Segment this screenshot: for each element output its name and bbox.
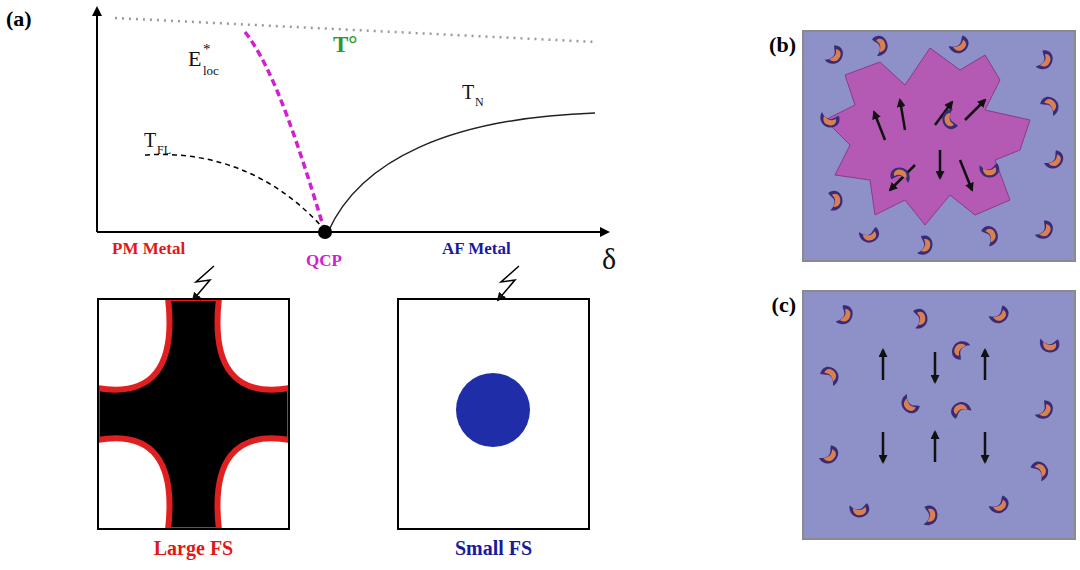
large-fermi-surface xyxy=(97,298,290,530)
symbol-label: T xyxy=(462,82,474,102)
spin-droplet xyxy=(988,493,1012,518)
eloc-curve xyxy=(245,32,325,232)
spin-droplet xyxy=(848,499,871,520)
small-fermi-surface xyxy=(456,373,530,447)
box-caption: Small FS xyxy=(455,538,532,558)
spin-droplet xyxy=(920,504,939,526)
spin-droplet xyxy=(820,112,839,128)
spin-droplet xyxy=(1039,335,1061,354)
zigzag-arrow xyxy=(193,266,214,300)
phase-label: PM Metal xyxy=(112,240,185,257)
spin-droplet xyxy=(948,398,973,422)
fermi-surface-box: Large FS xyxy=(97,298,290,530)
spin-droplet xyxy=(948,33,972,58)
axes xyxy=(97,8,608,232)
point-label: QCP xyxy=(306,252,342,269)
spin-droplet xyxy=(868,33,891,57)
spin-droplet xyxy=(1034,398,1055,421)
panel-letter: (c) xyxy=(772,294,796,316)
spin-droplet xyxy=(978,159,1001,180)
spin-droplet xyxy=(939,108,962,132)
spin-droplet xyxy=(824,188,845,211)
subscript-label: loc xyxy=(203,64,219,77)
panel-c-art xyxy=(802,290,1076,540)
qcp-dot xyxy=(318,225,332,239)
spin-droplet xyxy=(818,443,841,467)
phase-label: AF Metal xyxy=(442,240,511,257)
spin-droplet xyxy=(978,223,1002,248)
spin-droplet xyxy=(950,338,971,361)
spin-droplet xyxy=(1034,218,1055,241)
spin-droplet xyxy=(1028,458,1053,482)
panel-b-art xyxy=(802,30,1076,262)
spin-droplet xyxy=(858,223,882,246)
tn-curve xyxy=(328,113,595,232)
spin-droplet xyxy=(835,304,854,326)
panel-letter: (b) xyxy=(769,34,796,56)
spin-droplet xyxy=(988,303,1012,328)
panel-box: (b) xyxy=(802,30,1076,262)
symbol-label: T xyxy=(144,130,156,150)
spin-droplet xyxy=(818,364,842,387)
temperature-label: T° xyxy=(333,33,358,56)
spin-droplet xyxy=(1043,148,1066,172)
spin-droplet xyxy=(890,167,909,183)
spin-droplet xyxy=(1035,49,1054,71)
spin-droplet xyxy=(1038,94,1062,117)
panel-letter: (a) xyxy=(6,8,32,30)
subscript-label: FL xyxy=(157,144,171,156)
box-caption: Large FS xyxy=(154,538,233,558)
subscript-label: N xyxy=(475,96,484,108)
spin-droplets xyxy=(818,33,1067,526)
symbol-label: E xyxy=(188,48,201,70)
spin-droplet xyxy=(917,235,933,254)
spin-droplet xyxy=(824,43,845,66)
fermi-surface-box: Small FS xyxy=(397,298,590,530)
tfl-curve xyxy=(145,154,323,228)
panel-box: (c) xyxy=(802,290,1076,540)
axis-label: δ xyxy=(602,244,616,274)
spin-droplet xyxy=(909,306,930,329)
zigzag-arrow xyxy=(498,266,519,300)
superscript-label: * xyxy=(203,42,211,57)
spin-droplet xyxy=(898,393,922,416)
